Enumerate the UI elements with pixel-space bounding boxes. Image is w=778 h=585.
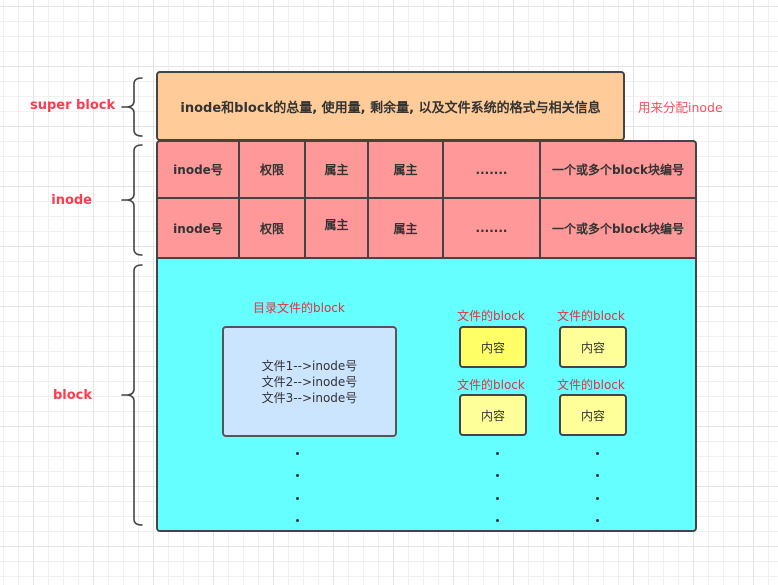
super-block-note: 用来分配inode	[638, 100, 723, 115]
file-block-caption: 文件的block	[457, 378, 525, 392]
inode-cell-owner: 属主	[393, 221, 418, 236]
inode-table: inode号 权限 属主 属主 ....... 一个或多个block块编号 in…	[156, 140, 697, 259]
directory-entry: 文件1-->inode号	[261, 358, 358, 373]
inode-cell-ellipsis: .......	[475, 162, 508, 177]
super-block-text: inode和block的总量, 使用量, 剩余量, 以及文件系统的格式与相关信息	[180, 100, 601, 116]
ellipsis-dot	[596, 452, 599, 455]
file-block-box: 内容	[459, 394, 527, 436]
brace-super-block-icon	[121, 77, 143, 137]
brace-block-icon	[121, 264, 143, 526]
file-block-caption: 文件的block	[557, 378, 625, 392]
file-block-content: 内容	[580, 408, 605, 423]
ellipsis-dot	[296, 452, 299, 455]
file-block-box: 内容	[559, 326, 627, 368]
inode-cell-permission: 权限	[259, 221, 284, 236]
inode-cell-block-numbers: 一个或多个block块编号	[551, 163, 685, 177]
file-block-content: 内容	[480, 408, 505, 423]
inode-cell-ellipsis: .......	[475, 221, 508, 235]
ellipsis-dot	[296, 496, 299, 500]
inode-cell-permission: 权限	[259, 163, 284, 177]
label-super-block: super block	[30, 98, 116, 113]
file-block-box: 内容	[459, 326, 527, 368]
ellipsis-dot	[596, 518, 599, 522]
file-block-caption: 文件的block	[457, 309, 525, 323]
inode-cell-owner: 属主	[324, 217, 349, 232]
ellipsis-dot	[296, 518, 299, 522]
directory-block-box: 文件1-->inode号 文件2-->inode号 文件3-->inode号	[222, 326, 397, 437]
brace-inode-icon	[121, 144, 143, 256]
inode-cell-number: inode号	[173, 163, 223, 177]
file-block-box: 内容	[559, 394, 627, 436]
inode-cell-block-numbers: 一个或多个block块编号	[551, 221, 685, 236]
inode-col-divider	[367, 142, 369, 257]
inode-cell-owner: 属主	[393, 163, 418, 177]
ellipsis-dot	[496, 496, 499, 500]
label-block: block	[52, 388, 92, 403]
directory-entry: 文件2-->inode号	[261, 374, 358, 389]
inode-col-divider	[539, 142, 541, 257]
super-block-box: inode和block的总量, 使用量, 剩余量, 以及文件系统的格式与相关信息	[156, 71, 625, 141]
ellipsis-dot	[496, 474, 499, 478]
file-block-content: 内容	[580, 340, 605, 355]
file-block-content: 内容	[480, 340, 505, 355]
ellipsis-dot	[596, 496, 599, 500]
inode-row-divider	[158, 197, 695, 199]
label-inode: inode	[51, 193, 92, 208]
directory-entry: 文件3-->inode号	[261, 390, 358, 405]
inode-col-divider	[304, 142, 306, 257]
ellipsis-dot	[496, 452, 499, 455]
ellipsis-dot	[596, 474, 599, 478]
inode-col-divider	[238, 142, 240, 257]
file-block-caption: 文件的block	[557, 309, 625, 323]
inode-col-divider	[442, 142, 444, 257]
ellipsis-dot	[296, 474, 299, 478]
ellipsis-dot	[496, 518, 499, 522]
inode-cell-number: inode号	[173, 221, 223, 236]
inode-cell-owner: 属主	[324, 163, 349, 177]
directory-block-caption: 目录文件的block	[253, 301, 345, 315]
